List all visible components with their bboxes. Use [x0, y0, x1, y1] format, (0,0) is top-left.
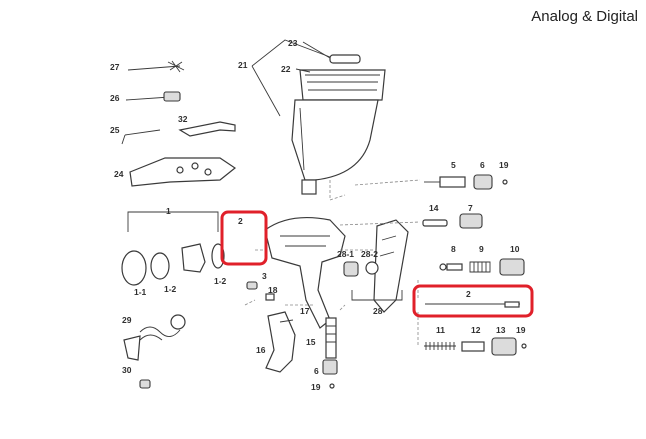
label-27: 27 — [110, 62, 120, 72]
part-labels: 23 21 22 27 26 25 32 24 1 1-1 1-2 1-2 2 … — [110, 38, 526, 392]
label-6b: 6 — [314, 366, 319, 376]
label-21: 21 — [238, 60, 248, 70]
air-cap-group — [121, 211, 225, 286]
air-cap-body-part — [181, 243, 206, 273]
cup-body-part — [291, 99, 379, 181]
label-1-2b: 1-2 — [214, 276, 227, 286]
label-23: 23 — [288, 38, 298, 48]
label-29: 29 — [122, 315, 132, 325]
adjuster-part — [461, 341, 485, 352]
label-15: 15 — [306, 337, 316, 347]
lower-parts-group — [123, 281, 338, 389]
label-7: 7 — [468, 203, 473, 213]
needle-valve-part — [439, 176, 466, 188]
label-19c: 19 — [311, 382, 321, 392]
label-1-2: 1-2 — [164, 284, 177, 294]
cup-outlet-part — [301, 179, 317, 195]
cup-assembly — [251, 39, 386, 195]
label-12: 12 — [471, 325, 481, 335]
label-17: 17 — [300, 306, 310, 316]
label-32: 32 — [178, 114, 188, 124]
label-8: 8 — [451, 244, 456, 254]
label-13: 13 — [496, 325, 506, 335]
label-30: 30 — [122, 365, 132, 375]
right-parts-group — [339, 174, 527, 356]
label-28: 28 — [373, 306, 383, 316]
highlight-box-needle — [412, 284, 534, 318]
label-10: 10 — [510, 244, 520, 254]
gun-body-part — [264, 216, 346, 329]
highlight-box-nozzle — [220, 210, 268, 266]
label-6a: 6 — [480, 160, 485, 170]
label-19a: 19 — [499, 160, 509, 170]
label-18: 18 — [268, 285, 278, 295]
label-19b: 19 — [516, 325, 526, 335]
diagram-title: Analog & Digital — [531, 8, 638, 25]
label-5: 5 — [451, 160, 456, 170]
gun-body-group — [264, 216, 409, 373]
label-22: 22 — [281, 64, 291, 74]
label-1: 1 — [166, 206, 171, 216]
trigger-part — [265, 311, 296, 373]
label-28-1: 28-1 — [337, 249, 354, 259]
cup-ring-part — [299, 69, 386, 101]
air-cap-part — [121, 250, 147, 286]
label-2a: 2 — [238, 216, 243, 226]
screwdriver-part — [178, 121, 236, 137]
label-3: 3 — [262, 271, 267, 281]
air-valve-part — [325, 317, 337, 359]
side-panel-part — [373, 219, 409, 313]
label-25: 25 — [110, 125, 120, 135]
cup-lid-part — [329, 54, 361, 64]
tools-group — [121, 60, 237, 187]
retaining-ring-part — [150, 252, 170, 280]
label-1-1: 1-1 — [134, 287, 147, 297]
label-11: 11 — [436, 325, 445, 335]
label-24: 24 — [114, 169, 124, 179]
label-16: 16 — [256, 345, 266, 355]
label-28-2: 28-2 — [361, 249, 378, 259]
label-26: 26 — [110, 93, 120, 103]
label-2b: 2 — [466, 289, 471, 299]
label-9: 9 — [479, 244, 484, 254]
label-14: 14 — [429, 203, 439, 213]
